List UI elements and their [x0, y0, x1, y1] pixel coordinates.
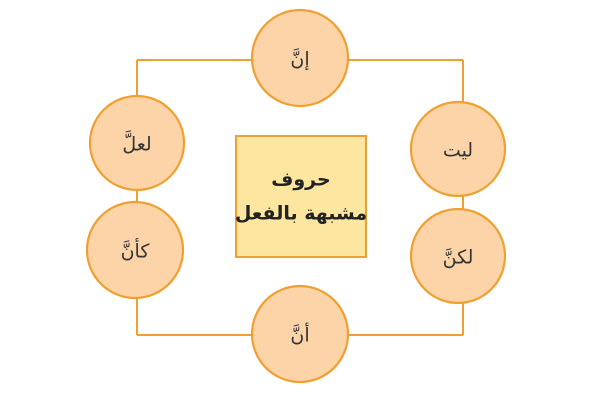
center-title-line1: حروف	[271, 169, 330, 191]
node-laalla: لعلَّ	[88, 94, 186, 192]
node-kaanna-circle	[85, 200, 185, 300]
node-lakinna-circle	[409, 207, 507, 305]
node-lakinna-label: لكنَّ	[443, 247, 474, 269]
center-box	[235, 135, 367, 258]
node-lakinna: لكنَّ	[409, 207, 507, 305]
node-laalla-circle	[88, 94, 186, 192]
center-title-line2: مشبهة بالفعل	[235, 203, 367, 225]
node-laita: ليت	[409, 100, 507, 198]
node-inna-circle	[250, 8, 350, 108]
node-anna: أنَّ	[250, 284, 350, 384]
node-laalla-label: لعلَّ	[122, 131, 151, 156]
node-kaanna: كأنَّ	[85, 200, 185, 300]
node-laita-circle	[409, 100, 507, 198]
node-anna-label: أنَّ	[290, 323, 309, 347]
node-inna-label: إنَّ	[290, 48, 309, 71]
node-kaanna-label: كأنَّ	[121, 238, 151, 263]
node-laita-label: ليت	[443, 140, 473, 162]
node-anna-circle	[250, 284, 350, 384]
node-inna: إنَّ	[250, 8, 350, 108]
